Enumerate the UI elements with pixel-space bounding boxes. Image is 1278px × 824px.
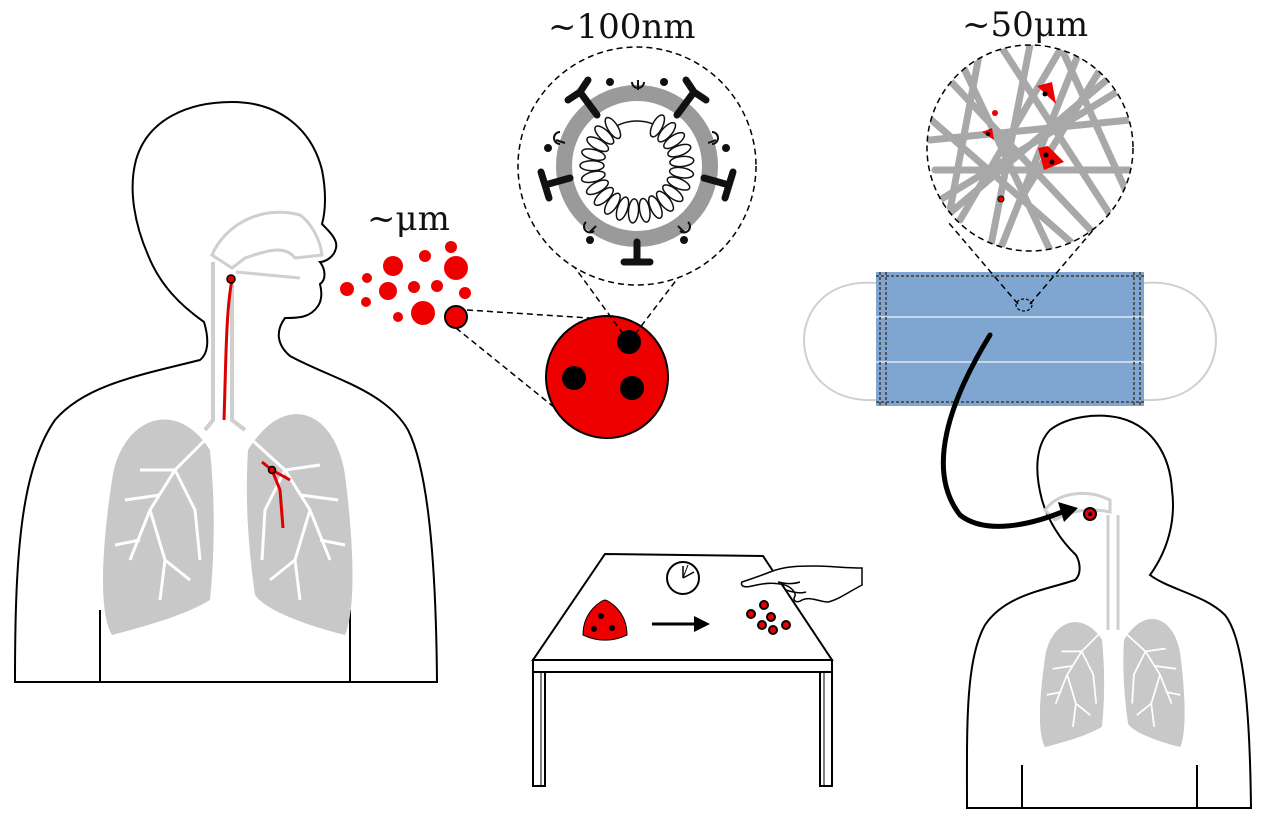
inhalation-arrow-icon bbox=[940, 332, 1078, 529]
droplet bbox=[340, 282, 354, 296]
virus-particle bbox=[620, 376, 644, 400]
rna-loop bbox=[649, 114, 666, 138]
droplet bbox=[393, 312, 403, 322]
rna-loop bbox=[667, 143, 692, 158]
droplet bbox=[379, 282, 397, 300]
magnified-droplet bbox=[545, 315, 669, 439]
rna-loop bbox=[655, 190, 675, 212]
rna-loop bbox=[615, 196, 630, 221]
left-person-infection-site bbox=[226, 274, 236, 284]
rna-loop bbox=[581, 148, 606, 162]
left-person-trachea bbox=[203, 262, 247, 432]
rna-loop bbox=[666, 176, 691, 191]
droplet-scale-label: ~μm bbox=[367, 199, 450, 239]
mask-pleats bbox=[876, 316, 1144, 363]
contaminated-table bbox=[531, 552, 863, 787]
rna-loop bbox=[638, 197, 651, 223]
face-mask bbox=[803, 272, 1217, 406]
table-legs bbox=[532, 671, 833, 787]
left-person-nasal-airway bbox=[210, 210, 324, 270]
droplet bbox=[408, 281, 420, 293]
trapped-droplets bbox=[982, 82, 1064, 203]
right-person-torso-edge bbox=[1021, 765, 1198, 808]
rna-loop bbox=[668, 166, 695, 179]
surface-droplet bbox=[582, 599, 628, 641]
droplet bbox=[361, 297, 371, 307]
virus-particle bbox=[562, 366, 586, 390]
rna-loop bbox=[657, 121, 677, 143]
rna-loop bbox=[627, 198, 640, 224]
droplet bbox=[383, 256, 403, 276]
virus-magnified bbox=[517, 46, 757, 286]
right-person bbox=[965, 414, 1253, 809]
time-arrow-icon bbox=[652, 616, 710, 632]
spike-proteins bbox=[537, 76, 737, 266]
droplet-zoom-lines bbox=[455, 309, 621, 413]
hand-icon bbox=[740, 565, 863, 603]
rna-loop bbox=[579, 159, 605, 172]
virus-scale-label: ~100nm bbox=[548, 7, 696, 47]
mask-zoom-spot bbox=[1015, 298, 1033, 312]
rna-loop bbox=[585, 179, 609, 196]
rna-coil bbox=[579, 114, 695, 224]
fiber-magnified bbox=[926, 44, 1134, 252]
droplet bbox=[459, 287, 471, 299]
rna-loop bbox=[593, 186, 615, 207]
droplet bbox=[444, 256, 468, 280]
rna-loop bbox=[669, 155, 695, 168]
left-person-mouth-airway bbox=[235, 270, 301, 280]
rna-loop bbox=[662, 184, 684, 203]
mask-stitching bbox=[876, 272, 1144, 406]
fiber-zoom-lines bbox=[947, 221, 1101, 305]
table-edge bbox=[532, 659, 833, 673]
droplet bbox=[431, 280, 443, 292]
exhaled-droplets bbox=[340, 241, 471, 329]
mask-ear-loops bbox=[803, 281, 1217, 402]
left-person-infection-site bbox=[267, 465, 277, 475]
rna-loop bbox=[663, 131, 686, 150]
droplet bbox=[419, 250, 431, 262]
clock-icon bbox=[666, 561, 700, 595]
left-person bbox=[13, 100, 439, 683]
rna-loop bbox=[586, 136, 610, 153]
left-person-neck-base bbox=[99, 610, 351, 682]
membrane-proteins bbox=[544, 78, 730, 244]
rna-loop bbox=[647, 195, 663, 219]
droplet bbox=[411, 301, 435, 325]
left-person-infection-trachea bbox=[222, 279, 234, 421]
right-person-trachea bbox=[1106, 515, 1120, 630]
rna-loop bbox=[604, 116, 622, 140]
fiber-scale-label: ~50μm bbox=[962, 5, 1088, 45]
rna-loop bbox=[594, 125, 615, 145]
rna-loop bbox=[603, 192, 621, 215]
droplet bbox=[445, 241, 457, 253]
rna-loop bbox=[580, 170, 606, 184]
droplet bbox=[362, 273, 372, 283]
droplet-highlighted bbox=[444, 305, 468, 329]
mask-fabric bbox=[876, 272, 1144, 406]
dried-residue bbox=[746, 600, 791, 635]
